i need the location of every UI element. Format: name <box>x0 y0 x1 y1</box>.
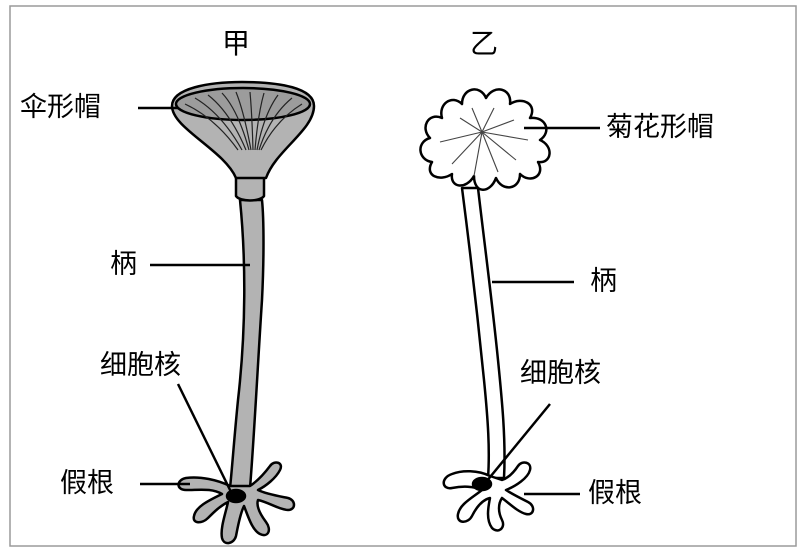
right-nucleus-label: 细胞核 <box>520 360 601 387</box>
left-nucleus-label: 细胞核 <box>100 352 181 379</box>
cell-left <box>172 82 314 543</box>
cell-right <box>420 89 549 530</box>
right-stalk-label: 柄 <box>590 268 617 295</box>
right-stalk <box>462 188 505 478</box>
left-cap-label: 伞形帽 <box>20 94 101 121</box>
left-rhizoid-label: 假根 <box>60 470 114 497</box>
right-rhizoid-label: 假根 <box>588 480 642 507</box>
right-cap-label: 菊花形帽 <box>606 114 714 141</box>
left-title: 甲 <box>222 30 250 58</box>
right-title: 乙 <box>470 30 498 58</box>
left-stalk-label: 柄 <box>110 251 137 278</box>
left-stalk <box>230 200 264 488</box>
